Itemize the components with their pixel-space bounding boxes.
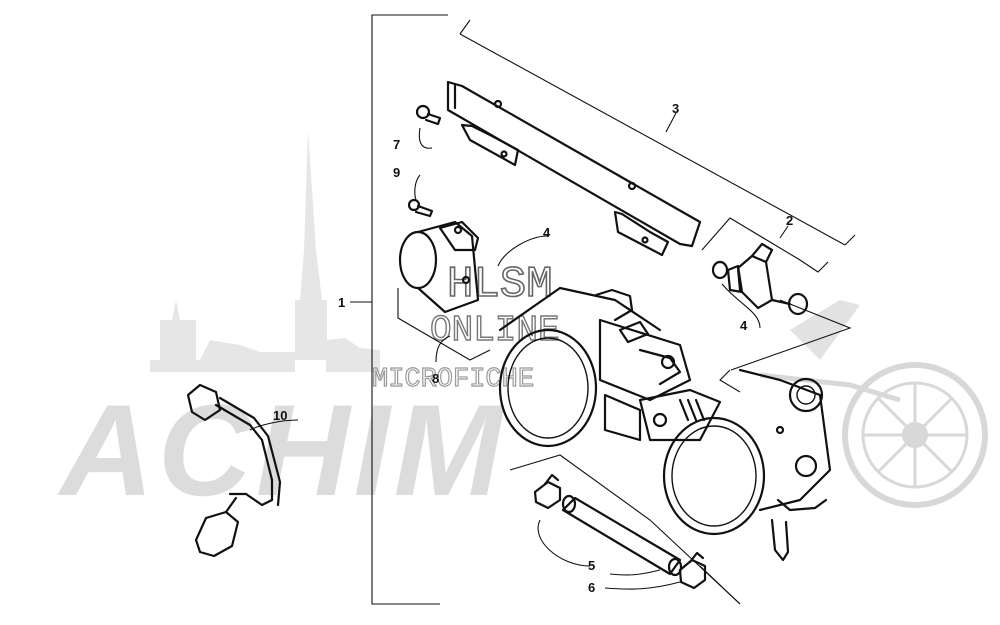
throttle-body[interactable] — [398, 220, 832, 562]
leader-lines — [249, 19, 856, 605]
assembly-bracket — [350, 14, 448, 605]
hose-part-5[interactable] — [561, 494, 683, 577]
callout-5: 5 — [588, 558, 595, 573]
o-ring-lower[interactable] — [787, 292, 809, 316]
callout-10: 10 — [273, 408, 287, 423]
sensor-cable-part-10[interactable] — [186, 383, 282, 558]
hose-clamp-lower[interactable] — [678, 551, 707, 590]
callout-1: 1 — [338, 295, 345, 310]
callout-9: 9 — [393, 165, 400, 180]
callout-8: 8 — [432, 371, 439, 386]
o-ring-upper[interactable] — [711, 260, 729, 280]
callout-4-upper: 4 — [543, 225, 551, 240]
screw-part-9[interactable] — [407, 198, 434, 218]
callout-6: 6 — [588, 580, 595, 595]
site-logo-watermark: ACHIM — [57, 377, 506, 523]
callout-4-lower: 4 — [740, 318, 748, 333]
callout-2: 2 — [786, 213, 793, 228]
spire-silhouette-watermark — [150, 130, 380, 372]
watermark-line-1: HLSM — [447, 260, 553, 310]
bolt-part-7[interactable] — [415, 104, 442, 126]
fuel-rail[interactable] — [446, 80, 702, 257]
motorcycle-watermark — [759, 300, 988, 508]
callout-7: 7 — [393, 137, 400, 152]
watermark-line-3: MICROFICHE — [372, 365, 534, 395]
callout-3: 3 — [672, 101, 679, 116]
hose-clamp-upper[interactable] — [533, 473, 562, 510]
sensor-mounting-bracket — [397, 288, 852, 393]
